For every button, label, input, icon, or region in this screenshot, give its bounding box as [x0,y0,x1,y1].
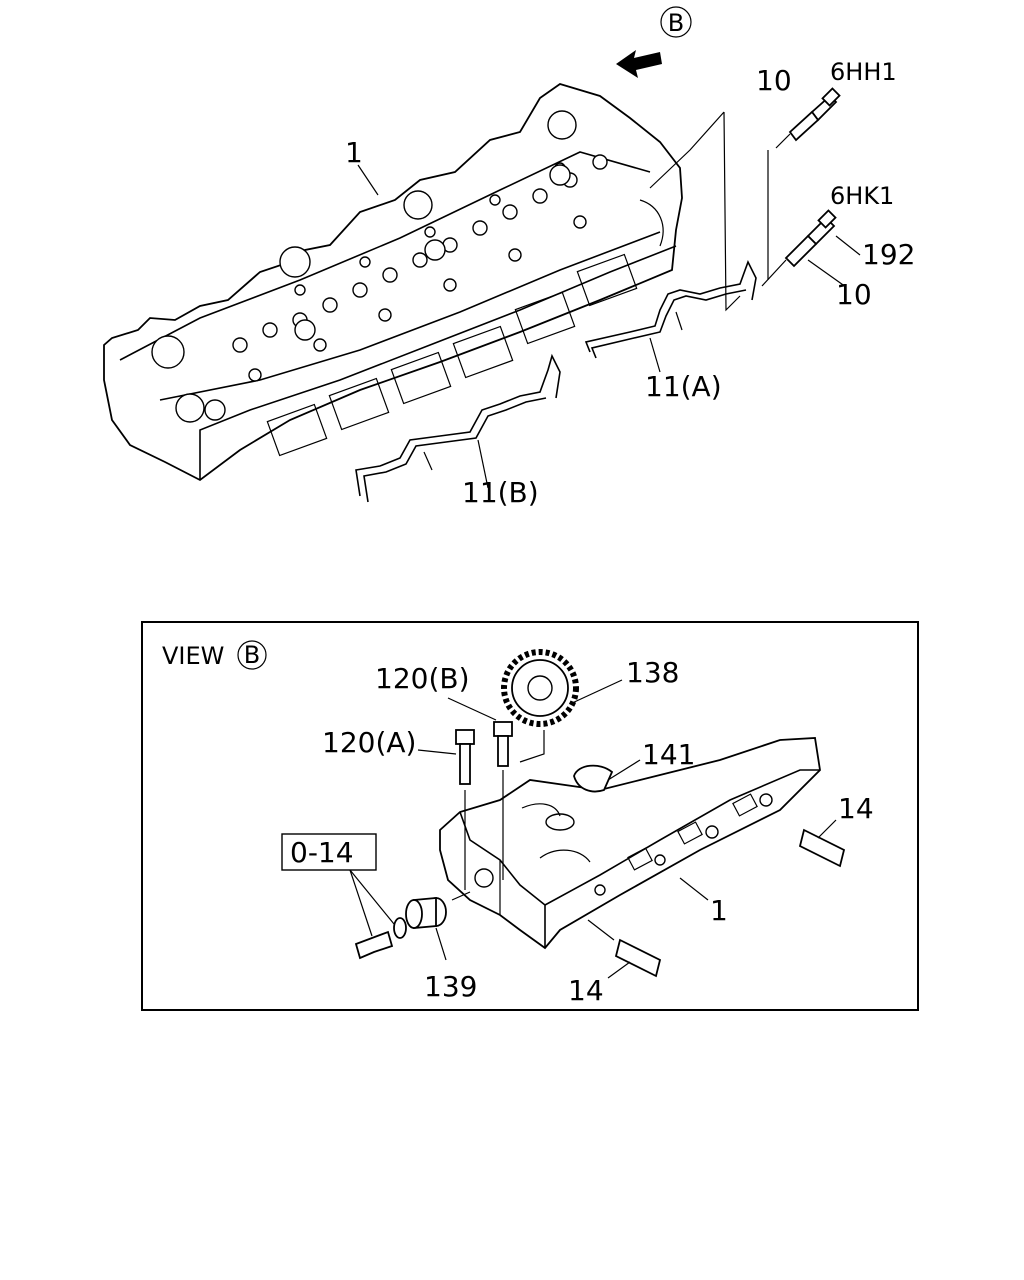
label-part-139: 139 [424,970,477,1003]
glow-plug-6hh1 [775,87,841,149]
cylinder-head-top [103,83,683,482]
gear-138 [501,649,579,727]
label-part-1-view: 1 [710,894,728,927]
label-variant-6hk1: 6HK1 [830,182,894,210]
label-part-0-14: 0-14 [290,836,354,869]
label-variant-6hh1: 6HH1 [830,58,897,86]
label-part-14-bottom: 14 [568,974,604,1007]
view-marker-label: B [668,9,684,37]
stud-14-right [798,828,846,868]
connector-11b [355,353,561,503]
label-part-10-6hh1: 10 [756,64,792,97]
label-part-10-6hk1: 10 [836,278,872,311]
label-part-120b: 120(B) [375,662,470,695]
label-part-14-right: 14 [838,792,874,825]
label-part-141: 141 [642,738,695,771]
view-b-arrow: B [616,6,692,78]
bolt-and-washer-0-14 [354,917,407,960]
glow-plug-wires [649,111,769,312]
view-letter: B [244,641,260,669]
label-part-138: 138 [626,656,679,689]
label-box-0-14 [281,833,377,871]
bushing-139 [405,897,447,929]
connector-11a [584,259,757,359]
view-b-frame [141,621,919,1011]
label-part-11a: 11(A) [645,370,722,403]
label-part-1-top: 1 [345,136,363,169]
cam-saddles [151,110,577,423]
head-bolt-holes [232,154,608,382]
cylinder-head-view-b [439,737,821,950]
top-leaders [357,164,861,489]
view-b-leaders [349,679,837,979]
label-part-120a: 120(A) [322,726,416,759]
view-title: VIEW [162,642,224,670]
stud-14-bottom [614,938,662,978]
exhaust-ports [266,253,638,457]
plug-141 [573,764,614,793]
label-part-192: 192 [862,238,915,271]
glow-plug-6hk1 [761,209,837,287]
label-part-11b: 11(B) [462,476,539,509]
bolt-120a [455,729,475,890]
bolt-120b [493,721,513,880]
